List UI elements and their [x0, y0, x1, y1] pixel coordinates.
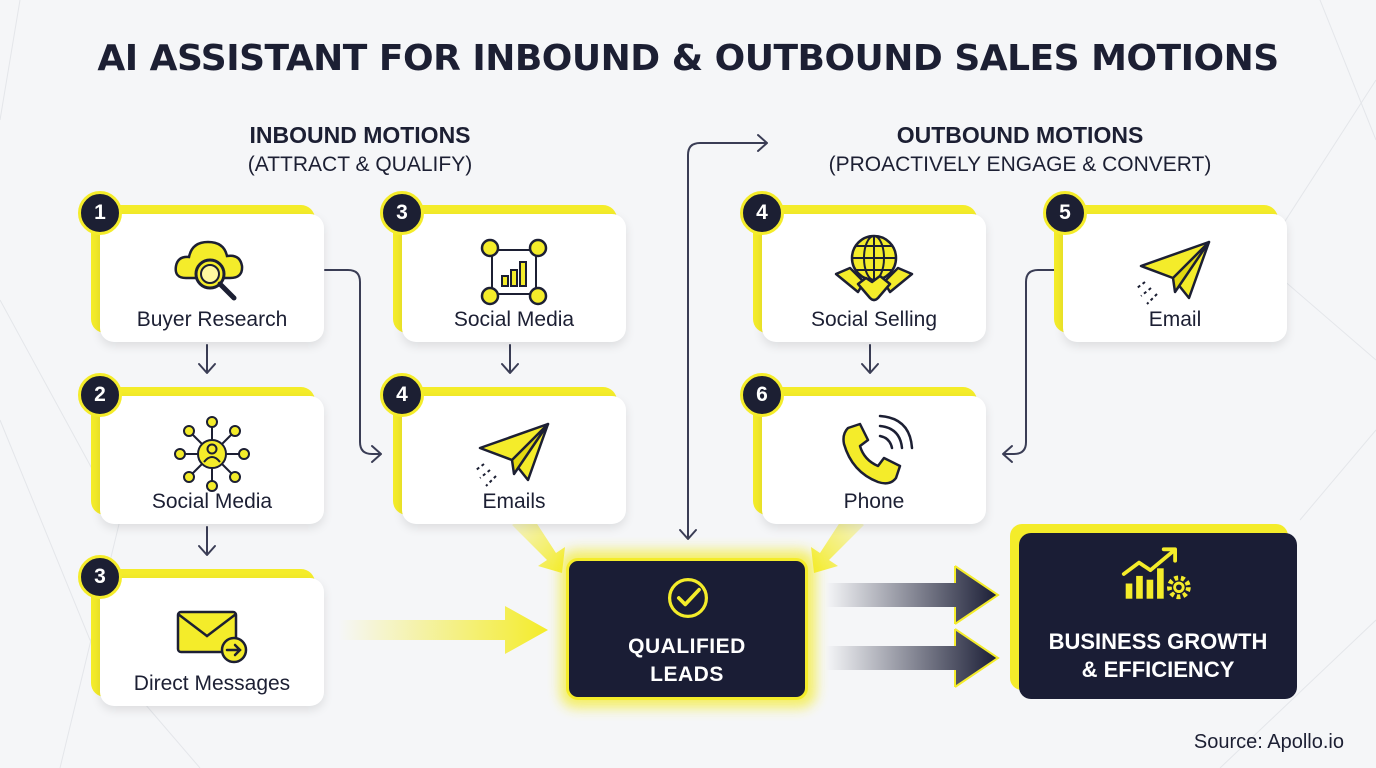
check-circle-icon	[667, 577, 709, 619]
step-badge: 1	[78, 191, 122, 235]
cloud-search-icon	[174, 240, 244, 301]
step-label: Social Selling	[810, 308, 938, 331]
envelope-icon	[176, 610, 248, 664]
step-badge: 3	[78, 555, 122, 599]
step-badge: 6	[740, 373, 784, 417]
step-card-social-media-inbound-2: Social Media	[393, 205, 626, 342]
network-icon	[174, 416, 250, 492]
step-label: Direct Messages	[133, 672, 291, 695]
inbound-heading: INBOUND MOTIONS (ATTRACT & QUALIFY)	[190, 122, 530, 177]
qualified-leads-line1: QUALIFIED	[628, 635, 746, 658]
step-card-social-media-inbound: Social Media	[91, 387, 324, 524]
chart-network-icon	[480, 238, 548, 306]
globe-handshake-icon	[834, 234, 914, 302]
step-label: Social Media	[453, 308, 575, 331]
step-card-phone: Phone	[753, 387, 986, 524]
step-badge: 2	[78, 373, 122, 417]
growth-gear-icon	[1121, 547, 1191, 600]
card-face	[762, 396, 986, 524]
outbound-title: OUTBOUND MOTIONS	[896, 122, 1144, 148]
step-badge: 4	[740, 191, 784, 235]
business-growth-line1: BUSINESS GROWTH	[1048, 629, 1268, 654]
business-growth-line2: & EFFICIENCY	[1081, 657, 1235, 682]
step-badge: 5	[1043, 191, 1087, 235]
step-label: Email	[1148, 308, 1202, 331]
paper-plane-icon	[1136, 240, 1211, 305]
paper-plane-icon	[475, 422, 550, 487]
step-badge: 3	[380, 191, 424, 235]
step-card-social-selling: Social Selling	[753, 205, 986, 342]
step-card-direct-messages: Direct Messages	[91, 569, 324, 706]
step-label: Social Media	[151, 490, 273, 513]
qualified-leads-line2: LEADS	[650, 663, 724, 686]
inbound-title: INBOUND MOTIONS	[249, 122, 471, 148]
outbound-heading: OUTBOUND MOTIONS (PROACTIVELY ENGAGE & C…	[780, 122, 1260, 177]
step-card-buyer-research: Buyer Research	[91, 205, 324, 342]
step-label: Phone	[843, 490, 905, 513]
page-title: AI ASSISTANT FOR INBOUND & OUTBOUND SALE…	[97, 38, 1279, 79]
business-growth-box: BUSINESS GROWTH & EFFICIENCY	[1019, 533, 1297, 699]
phone-icon	[842, 414, 914, 485]
step-badge: 4	[380, 373, 424, 417]
step-card-email-outbound: Email	[1054, 205, 1287, 342]
outbound-subtitle: (PROACTIVELY ENGAGE & CONVERT)	[828, 153, 1212, 176]
step-label: Buyer Research	[136, 308, 288, 331]
qualified-leads-box: QUALIFIED LEADS	[566, 558, 808, 700]
step-card-emails: Emails	[393, 387, 626, 524]
step-label: Emails	[482, 490, 546, 513]
inbound-subtitle: (ATTRACT & QUALIFY)	[247, 153, 473, 176]
source-credit: Source: Apollo.io	[1193, 731, 1344, 753]
